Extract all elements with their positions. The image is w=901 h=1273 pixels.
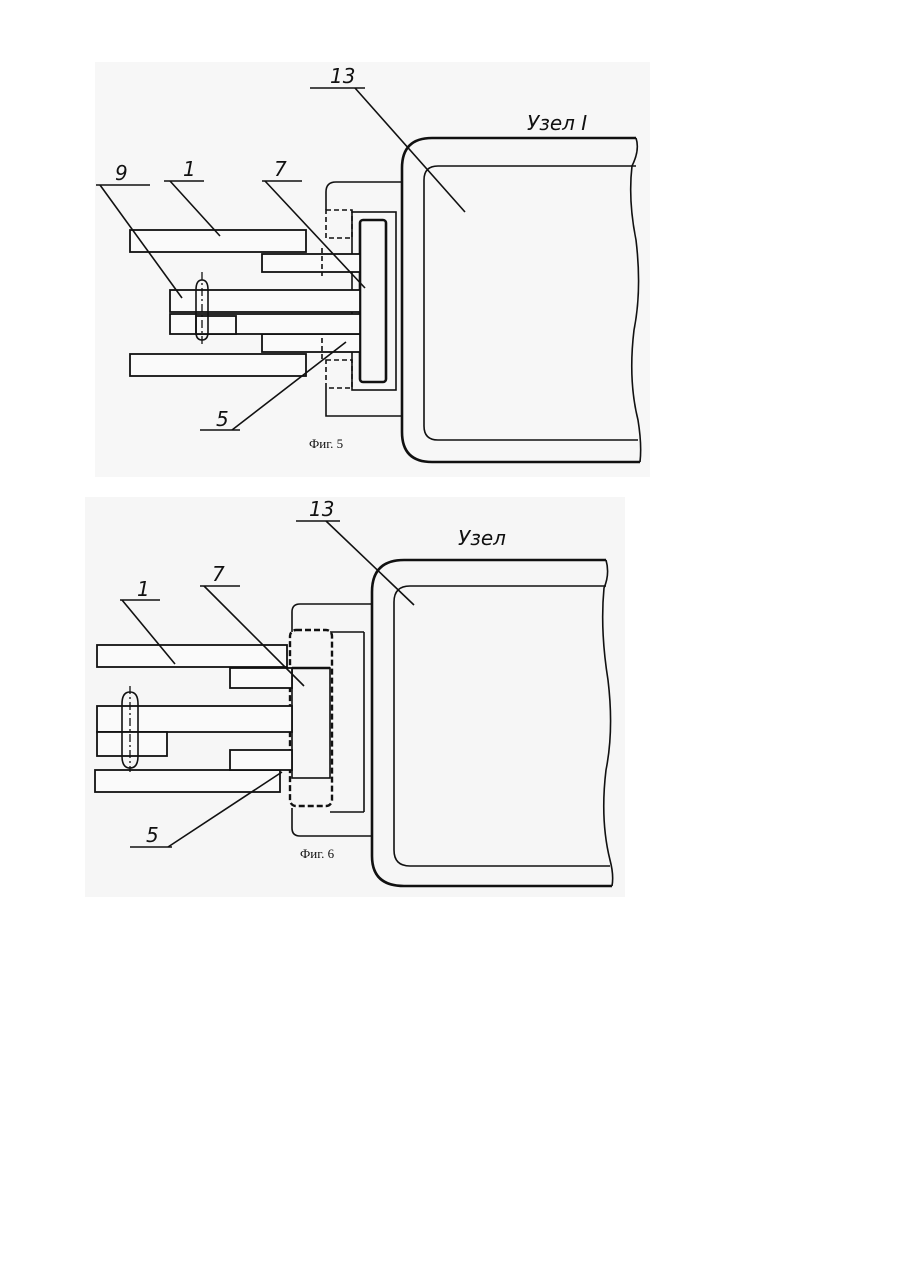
fig6-part-1-lower	[95, 770, 280, 792]
fig5-title: Узел I	[527, 111, 587, 135]
fig6-part-7-plate	[292, 668, 330, 778]
fig5-clip-dashed-bottom	[326, 360, 352, 388]
fig6-part-1-upper	[97, 645, 287, 667]
fig6-plate-upper	[97, 706, 292, 732]
fig5-label-5: 5	[216, 407, 229, 431]
fig6-part-5-upper	[230, 668, 292, 688]
fig6-label-1: 1	[137, 577, 150, 601]
fig5-part-13-outer	[402, 138, 640, 462]
fig6-leader-13	[326, 521, 414, 605]
fig5-caption: Фиг. 5	[309, 436, 343, 451]
fig5-part-9-upper	[170, 290, 360, 312]
fig6-title: Узел	[458, 526, 506, 550]
fig6-part-7-dashed	[290, 630, 332, 806]
fig6-part-5-lower	[230, 750, 292, 770]
fig6-break-line	[603, 560, 613, 886]
fig5-leader-13	[355, 88, 465, 212]
fig5-part-7-plate	[360, 220, 386, 382]
fig5-label-13: 13	[330, 64, 355, 88]
figure-5: Узел I 13 9 1 7 5 Фиг. 5	[96, 64, 641, 462]
fig5-part-5-upper	[262, 254, 360, 272]
fig6-label-5: 5	[146, 823, 159, 847]
fig5-label-9: 9	[115, 161, 128, 185]
fig5-label-7: 7	[274, 157, 287, 181]
figure-6: Узел 13 1 7 5 Фиг. 6	[95, 497, 613, 886]
fig6-clip-body-top	[292, 604, 372, 632]
fig5-leader-1	[170, 181, 220, 236]
fig5-clip-dashed-top	[326, 210, 352, 238]
fig6-plate-lower	[97, 732, 167, 756]
fig6-caption: Фиг. 6	[300, 846, 335, 861]
fig5-part-1-lower	[130, 354, 306, 376]
fig6-label-7: 7	[212, 562, 225, 586]
fig6-part-13-outer	[372, 560, 612, 886]
fig5-clip-body	[326, 182, 402, 210]
fig5-label-1: 1	[183, 157, 196, 181]
fig5-break-line	[631, 138, 641, 462]
fig6-label-13: 13	[309, 497, 334, 521]
fig5-clip-body-bottom	[326, 388, 402, 416]
fig6-part-13-inner	[394, 586, 610, 866]
fig5-part-13-inner	[424, 166, 638, 440]
